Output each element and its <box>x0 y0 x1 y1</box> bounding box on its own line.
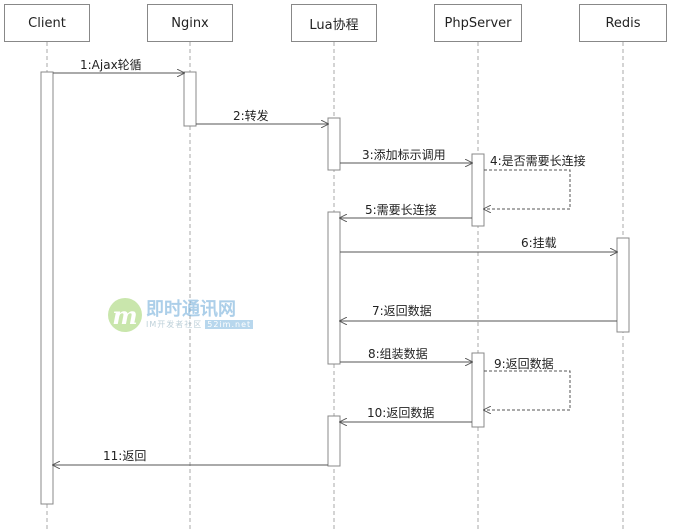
activation-client <box>40 71 54 505</box>
actor-client-label: Client <box>28 15 66 31</box>
activation-nginx <box>183 71 197 127</box>
watermark-subtitle-text: IM开发者社区 <box>146 320 203 329</box>
label-m7: 7:返回数据 <box>372 304 432 318</box>
activation-php-1 <box>471 153 485 227</box>
actor-nginx: Nginx <box>147 4 233 42</box>
label-m2: 2:转发 <box>233 109 269 123</box>
label-m4: 4:是否需要长连接 <box>490 154 586 168</box>
label-m3: 3:添加标示调用 <box>362 148 446 162</box>
actor-redis-label: Redis <box>605 15 641 31</box>
activation-lua-2 <box>327 211 341 365</box>
activation-lua-1 <box>327 117 341 171</box>
actor-lua: Lua协程 <box>291 4 377 42</box>
actor-php: PhpServer <box>434 4 522 42</box>
label-m6: 6:挂载 <box>521 236 557 250</box>
label-m5: 5:需要长连接 <box>365 203 437 217</box>
actor-php-label: PhpServer <box>444 15 512 31</box>
watermark-title: 即时通讯网 <box>146 299 236 320</box>
actor-redis: Redis <box>579 4 667 42</box>
label-m1: 1:Ajax轮循 <box>80 58 142 72</box>
watermark-logo-icon: m <box>108 298 142 332</box>
arrow-m4 <box>484 169 571 209</box>
label-m8: 8:组装数据 <box>368 347 428 361</box>
label-m10: 10:返回数据 <box>367 406 435 420</box>
activation-php-2 <box>471 352 485 428</box>
actor-lua-label: Lua协程 <box>309 17 359 33</box>
actor-client: Client <box>4 4 90 42</box>
label-m11: 11:返回 <box>103 449 147 463</box>
actor-nginx-label: Nginx <box>171 15 209 31</box>
activation-redis <box>616 237 630 333</box>
label-m9: 9:返回数据 <box>494 357 554 371</box>
watermark-site: 52im.net <box>205 320 254 329</box>
arrow-m9 <box>484 370 571 410</box>
activation-lua-3 <box>327 415 341 467</box>
